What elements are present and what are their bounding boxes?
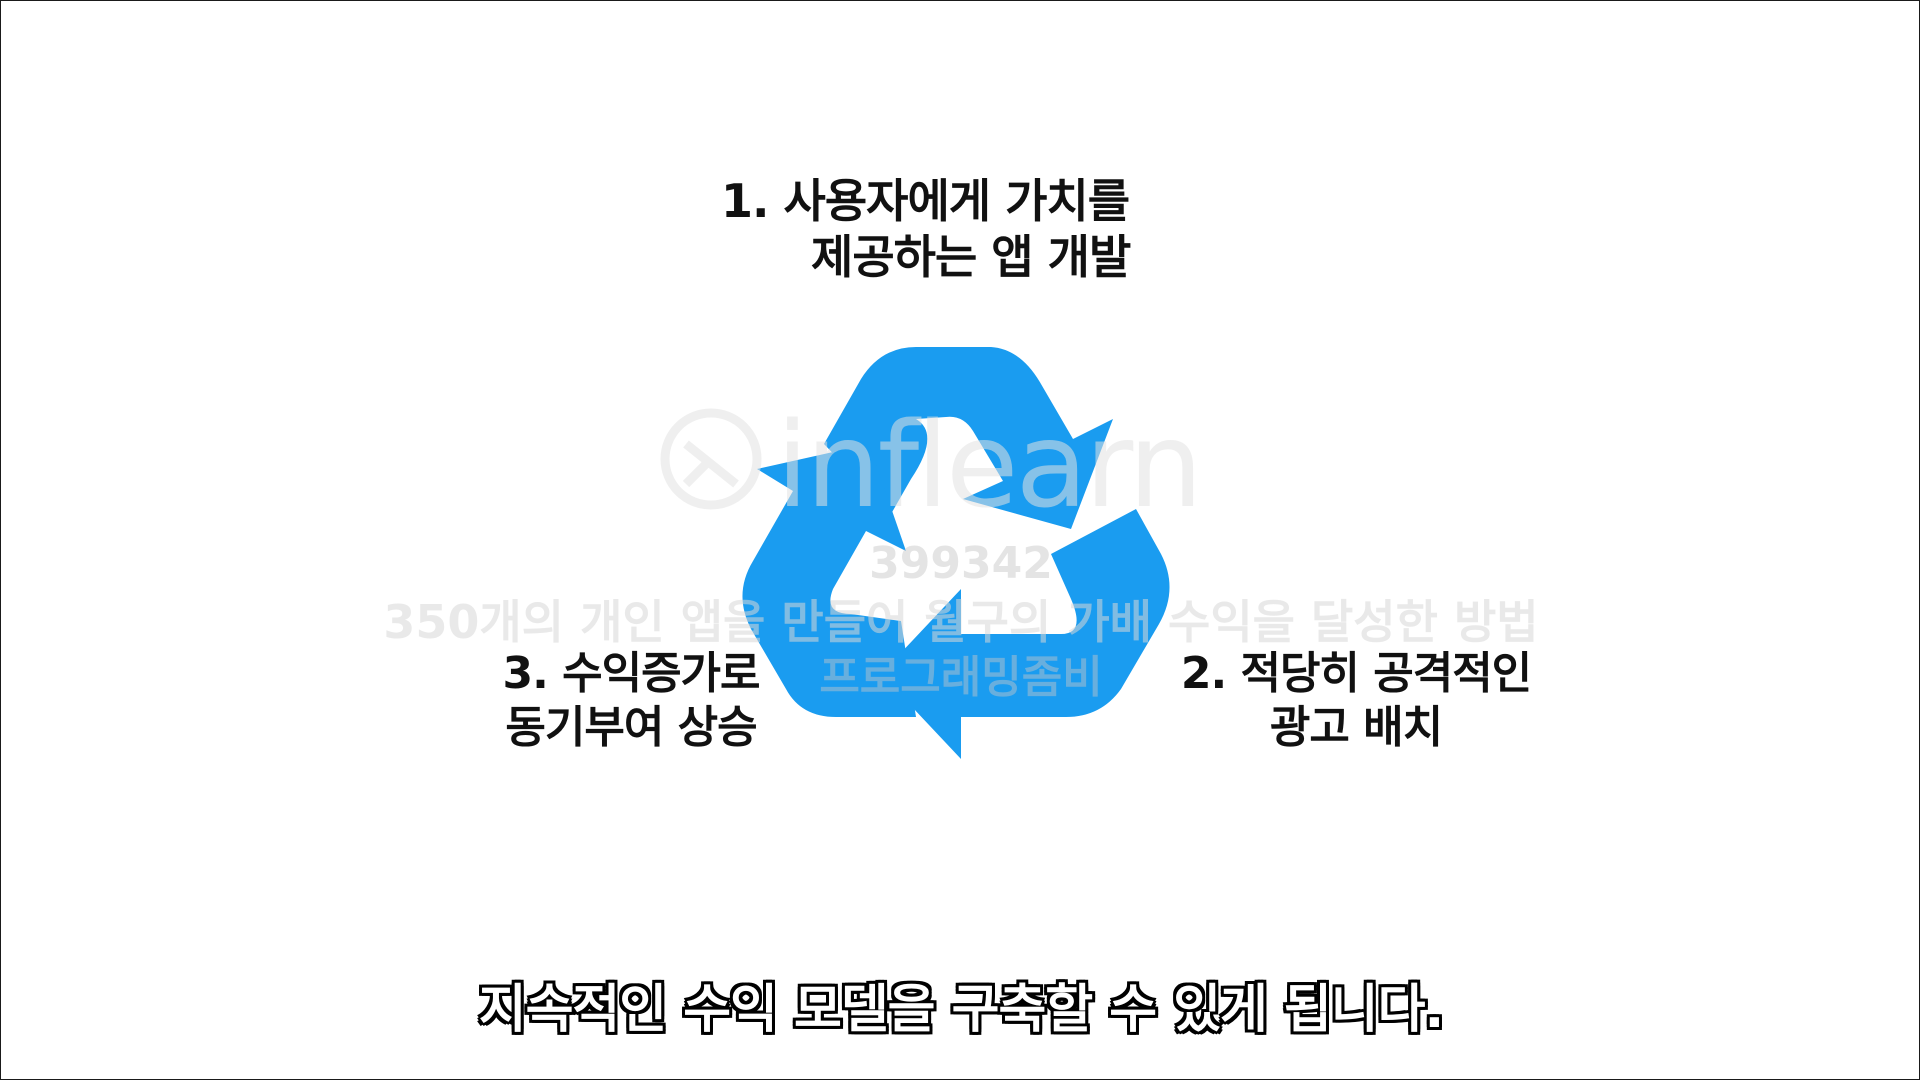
step-2-line-2: 광고 배치	[1269, 701, 1443, 753]
inflearn-logo-icon	[660, 408, 762, 510]
step-3-line-1: 3. 수익증가로	[502, 648, 760, 699]
step-2-label: 2. 적당히 공격적인 광고 배치	[1131, 647, 1581, 754]
inflearn-watermark: inflearn	[656, 396, 1266, 534]
recycle-arrow-left	[742, 444, 916, 717]
step-1-line-2: 제공하는 앱 개발	[811, 230, 1131, 285]
step-1-line-1: 1. 사용자에게 가치를	[721, 174, 1130, 228]
watermark-author: 프로그래밍좀비	[819, 652, 1103, 703]
step-2-line-1: 2. 적당히 공격적인	[1180, 648, 1532, 699]
step-3-line-2: 동기부여 상승	[505, 701, 757, 753]
recycle-arrow-top	[824, 347, 1113, 529]
step-3-label: 3. 수익증가로 동기부여 상승	[456, 647, 806, 754]
video-subtitle: 지속적인 수익 모델을 구축할 수 있게 됩니다.	[478, 980, 1445, 1040]
watermark-user-id: 399342	[869, 538, 1053, 589]
watermark-course-title: 350개의 개인 앱을 만들어 월구의 가배 수익을 달성한 방법	[383, 595, 1539, 649]
recycle-arrow-right	[881, 509, 1170, 759]
inflearn-brand-text: inflearn	[776, 396, 1203, 534]
step-1-label: 1. 사용자에게 가치를 제공하는 앱 개발	[701, 173, 1301, 285]
recycle-arrows-icon	[742, 347, 1170, 759]
